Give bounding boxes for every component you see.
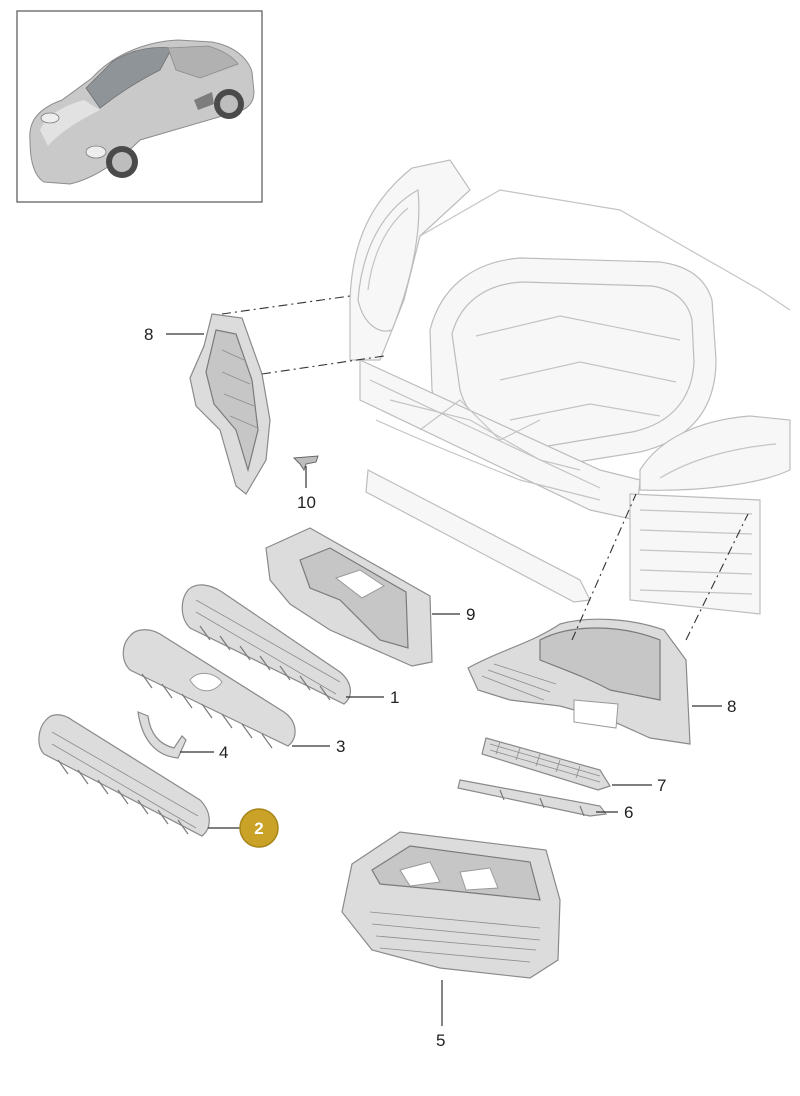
connection-line (261, 355, 385, 375)
part-1-grille[interactable] (181, 584, 351, 705)
part-7-mesh-strip[interactable] (481, 737, 611, 791)
part-8-upper-air-duct[interactable] (189, 313, 271, 495)
part-8-lower-air-duct[interactable] (467, 618, 691, 745)
sports-car-icon (29, 39, 255, 185)
callout-6[interactable]: 6 (624, 803, 633, 822)
connection-line (685, 513, 749, 641)
connection-line (571, 493, 637, 641)
callout-9[interactable]: 9 (466, 605, 475, 624)
callout-7[interactable]: 7 (657, 776, 666, 795)
callout-2: 2 (254, 819, 263, 838)
part-9-air-guide[interactable] (265, 527, 433, 667)
callout-3[interactable]: 3 (336, 737, 345, 756)
callout-8-upper[interactable]: 8 (144, 325, 153, 344)
part-6-strip[interactable] (457, 779, 608, 817)
callout-1[interactable]: 1 (390, 688, 399, 707)
thumbnail-car[interactable] (16, 10, 263, 203)
part-10-clip[interactable] (292, 455, 319, 472)
part-5-bumper-carrier[interactable] (341, 831, 561, 979)
callout-5[interactable]: 5 (436, 1031, 445, 1050)
connection-line (221, 295, 351, 315)
vehicle-front-body-outline (349, 159, 791, 615)
part-3-grille[interactable] (122, 629, 296, 749)
callout-10[interactable]: 10 (297, 493, 316, 512)
callout-8-lower[interactable]: 8 (727, 697, 736, 716)
callout-2-highlight-badge[interactable]: 2 (239, 808, 279, 848)
callout-4[interactable]: 4 (219, 743, 228, 762)
part-2-lower-grille[interactable] (38, 714, 210, 837)
part-4-bracket[interactable] (137, 711, 187, 759)
